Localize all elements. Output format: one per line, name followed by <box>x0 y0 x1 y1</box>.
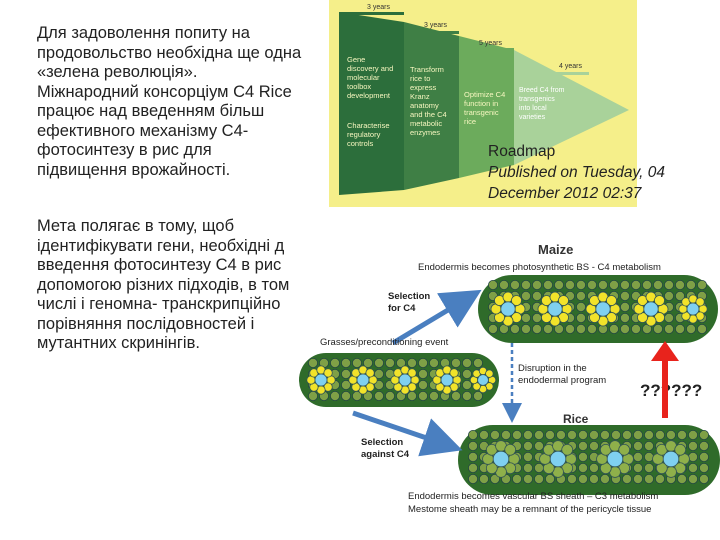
svg-text:transgenics: transgenics <box>519 96 555 103</box>
rice-caption-1: Endodermis becomes vascular BS sheath – … <box>408 491 658 502</box>
maize-leaf-section <box>478 275 718 343</box>
svg-text:rice to: rice to <box>410 74 430 83</box>
rice-leaf-section <box>458 425 720 495</box>
svg-text:molecular: molecular <box>347 73 380 82</box>
rice-caption-2: Mestome sheath may be a remnant of the p… <box>408 504 651 515</box>
maize-title: Maize <box>538 242 573 257</box>
svg-text:transgenic: transgenic <box>464 108 499 117</box>
red-arrow-head <box>651 341 679 361</box>
svg-text:Transform: Transform <box>410 65 444 74</box>
duration-1: 3 years <box>367 4 390 11</box>
svg-text:regulatory: regulatory <box>347 130 381 139</box>
svg-text:toolbox: toolbox <box>347 82 371 91</box>
selection-against-label: Selection against C4 <box>361 437 410 460</box>
question-marks: ?????? <box>640 381 702 400</box>
maize-caption: Endodermis becomes photosynthetic BS - C… <box>418 262 661 273</box>
caption-title: Roadmap <box>488 143 555 161</box>
svg-text:enzymes: enzymes <box>410 128 440 137</box>
grasses-leaf-section <box>299 353 499 407</box>
svg-text:Kranz: Kranz <box>410 92 430 101</box>
svg-text:Breed C4 from: Breed C4 from <box>519 87 565 94</box>
selection-for-label: Selection for C4 <box>388 291 433 314</box>
caption-date-line1: Published on Tuesday, 04 <box>488 164 665 182</box>
rice-title: Rice <box>563 412 589 426</box>
svg-text:Optimize C4: Optimize C4 <box>464 90 505 99</box>
intro-paragraph: Для задоволення попиту на продовольство … <box>37 24 322 199</box>
svg-text:discovery and: discovery and <box>347 64 393 73</box>
svg-text:anatomy: anatomy <box>410 101 439 110</box>
svg-text:rice: rice <box>464 117 476 126</box>
svg-text:Gene: Gene <box>347 55 365 64</box>
caption-date-line2: December 2012 02:37 <box>488 185 641 203</box>
c4-evolution-diagram: Maize Endodermis becomes photosynthetic … <box>293 233 720 520</box>
duration-4: 4 years <box>559 63 582 70</box>
svg-text:into local: into local <box>519 105 547 112</box>
svg-text:varieties: varieties <box>519 114 546 121</box>
duration-3: 5 years <box>479 40 502 47</box>
svg-text:Characterise: Characterise <box>347 121 390 130</box>
svg-text:express: express <box>410 83 437 92</box>
disruption-label: Disruption in the endodermal program <box>518 363 606 386</box>
svg-text:and the C4: and the C4 <box>410 110 447 119</box>
svg-text:development: development <box>347 91 391 100</box>
svg-text:controls: controls <box>347 139 374 148</box>
duration-2: 3 years <box>424 22 447 29</box>
grasses-label: Grasses/preconditioning event <box>320 337 449 348</box>
svg-text:function in: function in <box>464 99 498 108</box>
stage1-block <box>339 12 404 195</box>
goal-paragraph: Мета полягає в тому, щоб ідентифікувати … <box>37 217 312 377</box>
svg-text:metabolic: metabolic <box>410 119 442 128</box>
